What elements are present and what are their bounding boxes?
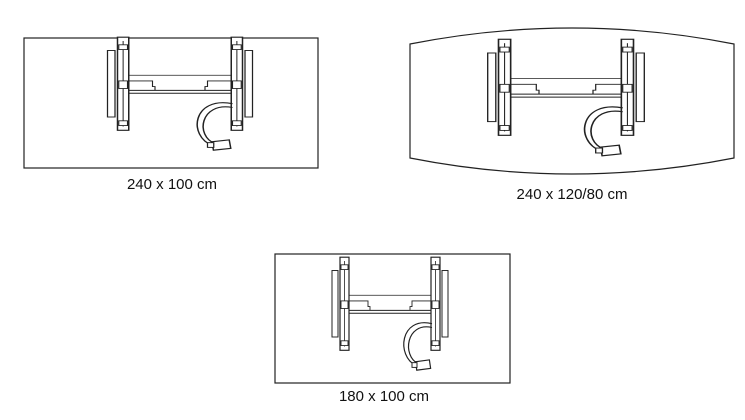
- dimension-label-barrel-240: 240 x 120/80 cm: [516, 186, 628, 203]
- tabletop-outline: [274, 253, 511, 384]
- tabletop-outline: [23, 37, 319, 169]
- dimension-label-rect-240: 240 x 100 cm: [126, 176, 218, 193]
- desk-plan-rect-180: [274, 253, 511, 384]
- desk-plan-rect-240: [23, 36, 319, 169]
- dimension-label-rect-180: 180 x 100 cm: [338, 388, 430, 405]
- desk-plan-barrel-240: [409, 27, 735, 175]
- tabletop-outline: [409, 27, 735, 175]
